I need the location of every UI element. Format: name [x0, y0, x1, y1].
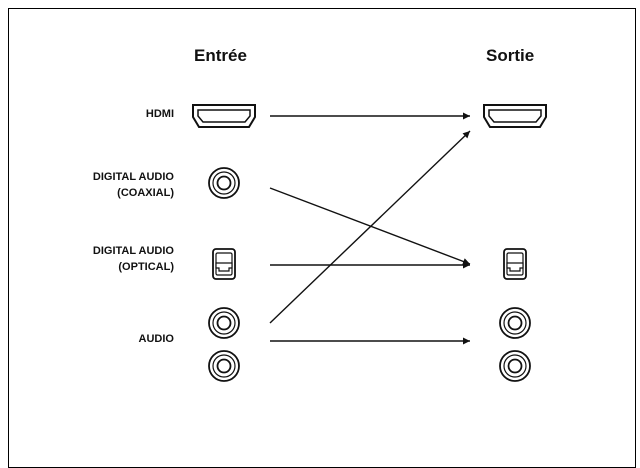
audio-label-text: AUDIO: [138, 333, 174, 345]
hdmi-label-text: HDMI: [145, 108, 174, 120]
optical-port-icon: [212, 248, 236, 280]
hdmi-port-icon: [192, 104, 256, 128]
rca-jack-icon: [208, 307, 240, 339]
hdmi-port-icon: [483, 104, 547, 128]
coaxial-jack-icon: [208, 167, 240, 199]
connection-diagram: [192, 104, 547, 382]
coaxial-label-line2: (COAXIAL): [117, 187, 174, 199]
optical-label-line2: (OPTICAL): [118, 261, 174, 273]
coaxial-label-line1: DIGITAL AUDIO: [92, 171, 174, 183]
optical-label-line1: DIGITAL AUDIO: [92, 245, 174, 257]
arrow-coaxial-to-optical: [269, 187, 471, 265]
audio-label: AUDIO: [139, 331, 174, 347]
arrow-audio-to-hdmi: [269, 130, 471, 324]
optical-port-icon: [503, 248, 527, 280]
rca-jack-icon: [499, 307, 531, 339]
coaxial-label: DIGITAL AUDIO (COAXIAL): [93, 169, 174, 201]
optical-label: DIGITAL AUDIO (OPTICAL): [93, 243, 174, 275]
rca-jack-icon: [499, 350, 531, 382]
input-column-header: Entrée: [194, 46, 247, 65]
rca-jack-icon: [208, 350, 240, 382]
hdmi-label: HDMI: [146, 106, 174, 122]
output-column-header: Sortie: [486, 46, 535, 65]
